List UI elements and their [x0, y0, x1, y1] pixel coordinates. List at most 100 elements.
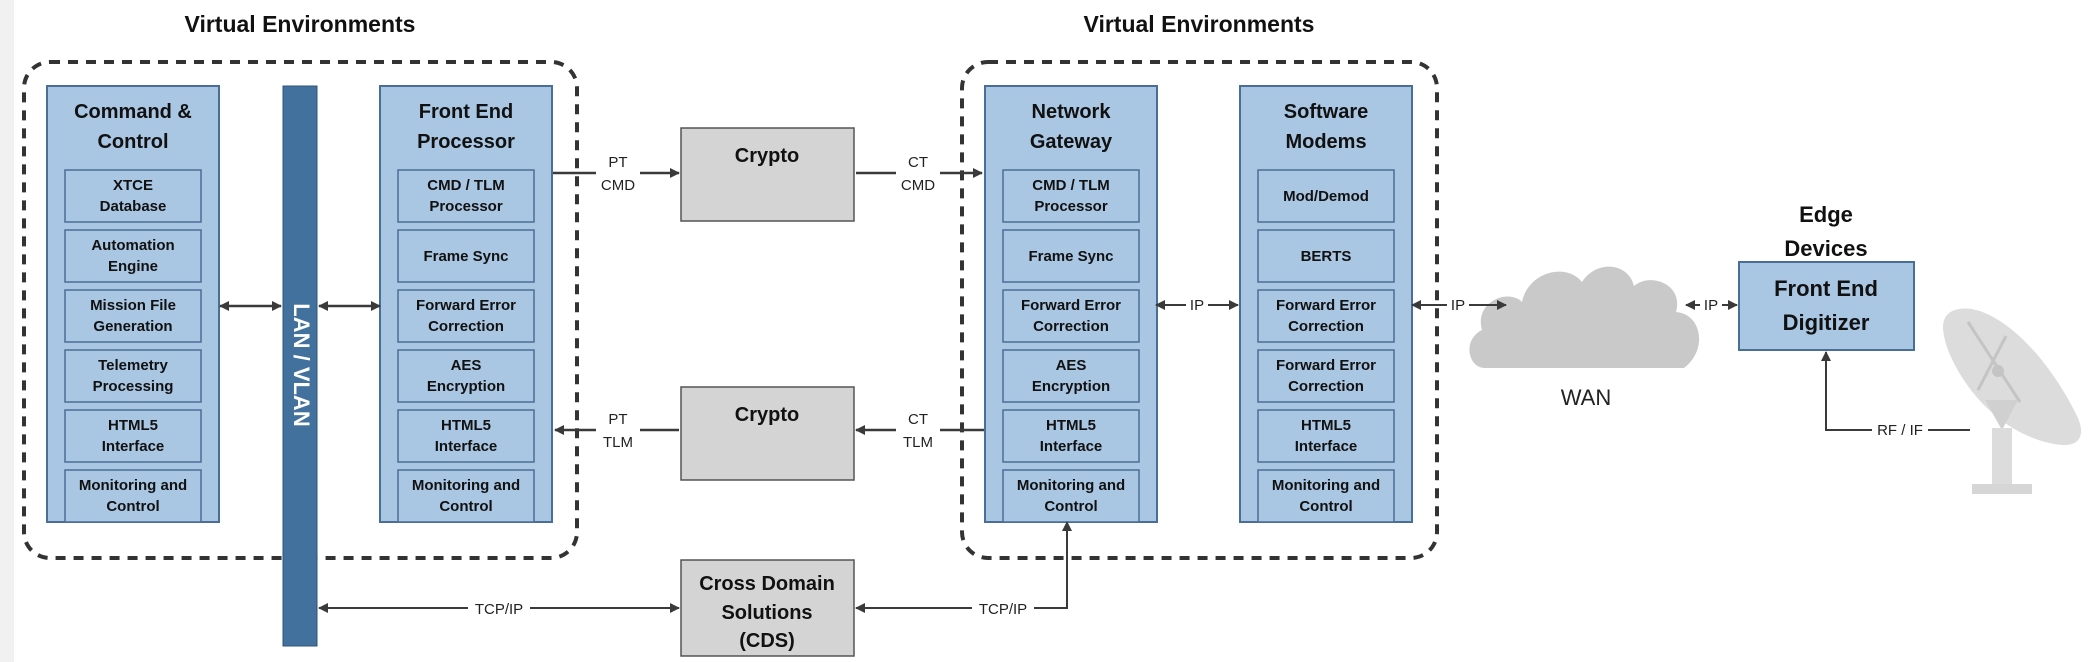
modem-item-label: HTML5 — [1301, 417, 1351, 434]
fep-item-label: Interface — [435, 438, 498, 455]
pt-tlm-label-line2: TLM — [603, 434, 633, 451]
modem-item-label: Control — [1299, 498, 1352, 515]
satellite-dish-icon — [1943, 308, 2082, 494]
fep-title-line2: Processor — [417, 131, 515, 153]
modem-item-label: Forward Error — [1276, 297, 1376, 314]
gateway-item-box — [1002, 229, 1140, 283]
pt-tlm-label-bg — [596, 407, 640, 453]
gateway-item-box — [1002, 409, 1140, 463]
pt-cmd-label-line1: PT — [608, 154, 627, 171]
gateway-title-line2: Gateway — [1030, 131, 1113, 153]
gateway-item-label: HTML5 — [1046, 417, 1096, 434]
crypto-top-box — [680, 127, 855, 222]
ct-cmd-label-bg — [896, 150, 940, 196]
edge-devices-title-line1: Edge — [1799, 202, 1853, 227]
fep-item-box — [397, 469, 535, 523]
cmd-item-label: Control — [106, 498, 159, 515]
gateway-item-box — [1002, 469, 1140, 523]
modem-item-box — [1257, 469, 1395, 523]
cmd-item-label: Automation — [91, 237, 174, 254]
fep-item-box — [397, 289, 535, 343]
modem-item-label: Interface — [1295, 438, 1358, 455]
fep-item-label: Monitoring and — [412, 477, 520, 494]
cmd-item-label: Telemetry — [98, 357, 168, 374]
modem-item-box — [1257, 169, 1395, 223]
gateway-item-box — [1002, 169, 1140, 223]
cmd-title-line1: Command & — [74, 101, 192, 123]
cmd-item-box — [64, 169, 202, 223]
gateway-item-label: Encryption — [1032, 378, 1110, 395]
gateway-item-box — [1002, 349, 1140, 403]
connector-dish-fed — [1821, 351, 1970, 431]
ct-cmd-label-line1: CT — [908, 154, 928, 171]
cmd-item-box — [64, 229, 202, 283]
ct-tlm-label-line2: TLM — [903, 434, 933, 451]
ct-tlm-label-line1: CT — [908, 411, 928, 428]
modem-title-line2: Modems — [1285, 131, 1366, 153]
connector-cds-gateway — [855, 521, 1072, 613]
fep-item-box — [397, 409, 535, 463]
modem-item-label: Monitoring and — [1272, 477, 1380, 494]
fep-item-label: Control — [439, 498, 492, 515]
cds-label-line3: (CDS) — [739, 630, 795, 652]
gateway-item-label: Monitoring and — [1017, 477, 1125, 494]
cmd-item-label: Generation — [93, 318, 172, 335]
front-end-digitizer-label-line1: Front End — [1774, 276, 1878, 301]
cmd-item-label: Mission File — [90, 297, 176, 314]
gateway-item-label: AES — [1056, 357, 1087, 374]
fep-item-box — [397, 229, 535, 283]
cmd-item-label: Interface — [102, 438, 165, 455]
tcp-left-label: TCP/IP — [475, 601, 523, 618]
cmd-item-box — [64, 409, 202, 463]
gateway-item-label: Correction — [1033, 318, 1109, 335]
ip-modem-wan-label: IP — [1451, 297, 1465, 314]
modem-item-label: BERTS — [1301, 248, 1352, 265]
pt-cmd-label-line2: CMD — [601, 177, 635, 194]
gateway-title-line1: Network — [1032, 101, 1112, 123]
lan-vlan-bar — [282, 85, 318, 647]
fep-item-label: Encryption — [427, 378, 505, 395]
edge-devices-title-line2: Devices — [1784, 236, 1867, 261]
cds-label-line2: Solutions — [721, 602, 812, 624]
pt-tlm-label-line1: PT — [608, 411, 627, 428]
cmd-item-label: XTCE — [113, 177, 153, 194]
ct-cmd-label-line2: CMD — [901, 177, 935, 194]
cmd-item-label: Database — [100, 198, 167, 215]
gateway-item-label: CMD / TLM — [1032, 177, 1109, 194]
ct-tlm-label-bg — [896, 407, 940, 453]
ip-modem-wan-label-bg — [1447, 296, 1469, 314]
modem-item-box — [1257, 289, 1395, 343]
gateway-item-label: Interface — [1040, 438, 1103, 455]
right-virtual-env-boundary — [960, 60, 1439, 560]
fep-item-box — [397, 349, 535, 403]
fep-item-label: CMD / TLM — [427, 177, 504, 194]
fep-item-box — [397, 169, 535, 223]
cmd-item-label: Monitoring and — [79, 477, 187, 494]
modem-item-box — [1257, 349, 1395, 403]
left-env-title: Virtual Environments — [185, 11, 416, 37]
modem-item-label: Mod/Demod — [1283, 188, 1369, 205]
cds-label-line1: Cross Domain — [699, 573, 835, 595]
modem-item-label: Correction — [1288, 378, 1364, 395]
tcp-left-label-bg — [468, 597, 530, 619]
fep-item-label: Forward Error — [416, 297, 516, 314]
cmd-item-box — [64, 469, 202, 523]
cmd-item-box — [64, 289, 202, 343]
wan-label: WAN — [1561, 385, 1612, 410]
tcp-right-label: TCP/IP — [979, 601, 1027, 618]
tcp-right-label-bg — [972, 597, 1034, 619]
left-virtual-env-boundary — [22, 60, 579, 560]
modem-item-label: Correction — [1288, 318, 1364, 335]
cmd-title-line2: Control — [97, 131, 168, 153]
fep-item-label: HTML5 — [441, 417, 491, 434]
crypto-bottom-label: Crypto — [735, 404, 799, 426]
wan-cloud — [1469, 266, 1700, 368]
modem-item-box — [1257, 229, 1395, 283]
left-edge-strip — [0, 0, 14, 662]
ip-wan-fed-label-bg — [1700, 296, 1722, 314]
fep-title-line1: Front End — [419, 101, 513, 123]
